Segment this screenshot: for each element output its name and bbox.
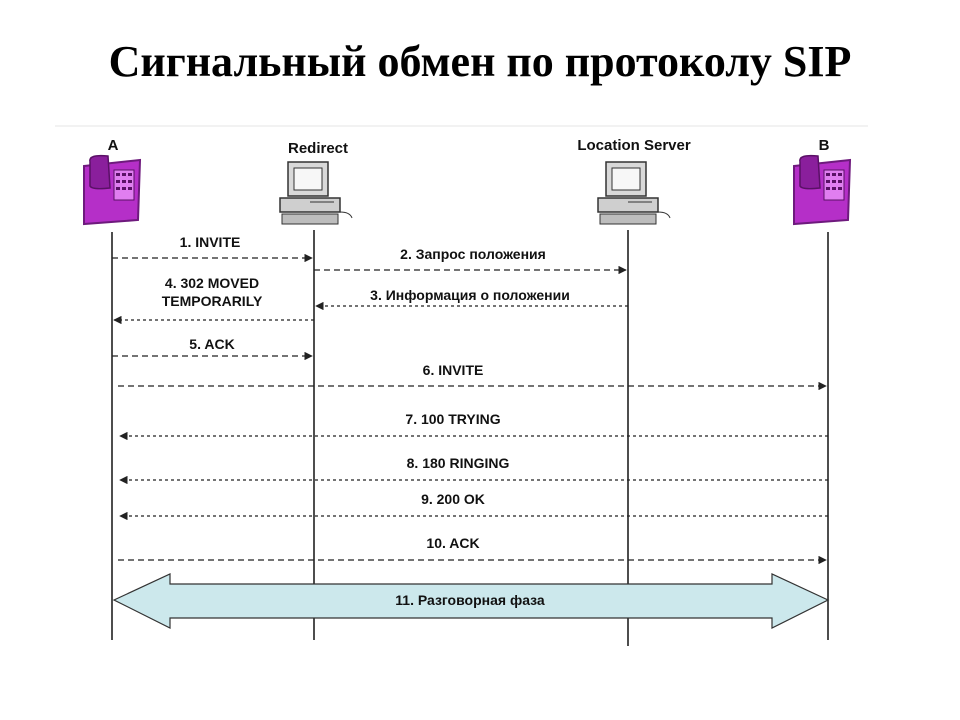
talk-phase-arrow — [112, 573, 830, 629]
computer-icon — [597, 161, 671, 225]
message-label: 10. ACK — [426, 535, 479, 551]
actor-label-location-server: Location Server — [577, 137, 691, 154]
phone-icon — [793, 154, 852, 226]
message-label: 1. INVITE — [180, 234, 241, 250]
message-label: 5. ACK — [189, 336, 234, 352]
message-label: 3. Информация о положении — [370, 287, 570, 303]
talk-phase-label: 11. Разговорная фаза — [395, 592, 545, 608]
phone-icon — [83, 154, 142, 226]
page-title: Сигнальный обмен по протоколу SIP — [108, 37, 852, 86]
actor-label-redirect: Redirect — [288, 140, 348, 157]
actor-label-a: A — [108, 137, 119, 154]
actor-label-b: B — [819, 137, 830, 154]
computer-icon — [279, 161, 353, 225]
message-label: 7. 100 TRYING — [405, 411, 500, 427]
message-label: 6. INVITE — [423, 362, 484, 378]
message-label: 8. 180 RINGING — [407, 455, 510, 471]
message-label: 9. 200 OK — [421, 491, 485, 507]
message-label-line2: TEMPORARILY — [162, 293, 263, 309]
message-label: 4. 302 MOVED — [165, 275, 259, 291]
message-label: 2. Запрос положения — [400, 246, 546, 262]
